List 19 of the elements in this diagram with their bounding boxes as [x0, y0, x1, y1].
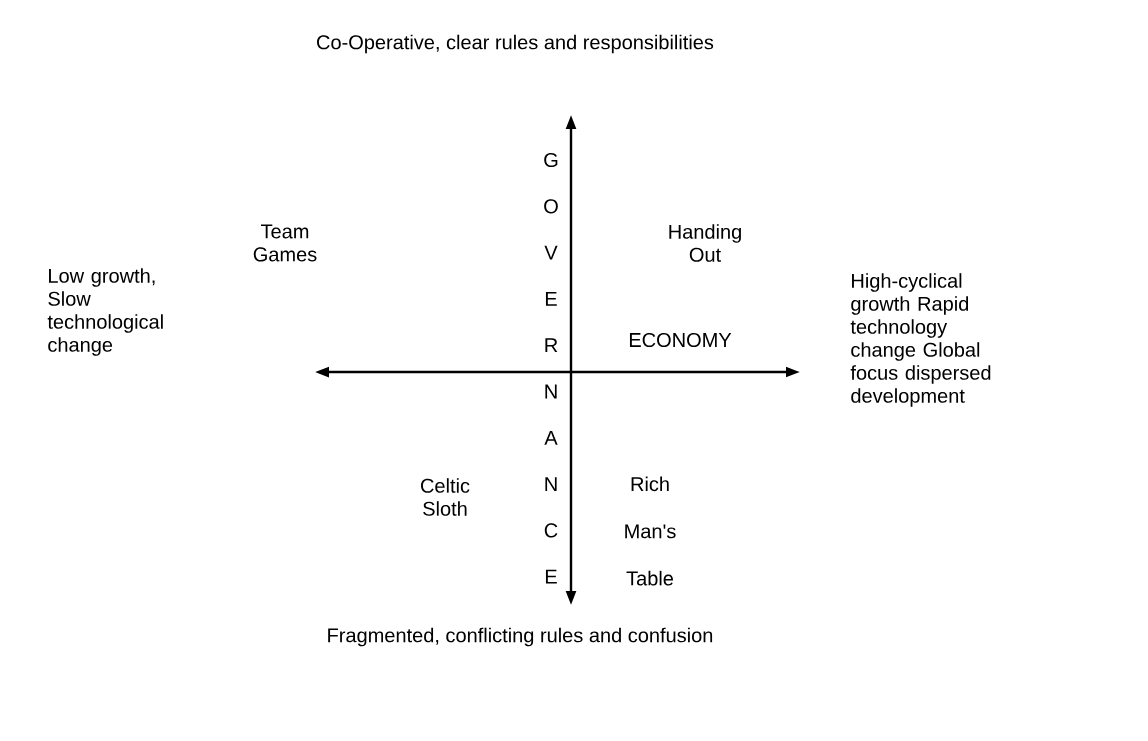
axis-letter: N [545, 477, 557, 491]
axis-label: Co-Operative, clear rules and responsibilities [317, 34, 714, 54]
axis-letter: E [545, 569, 557, 584]
axis-letter: G [544, 152, 558, 168]
axis-letter: R [545, 338, 558, 353]
axis-letter: E [545, 292, 557, 306]
quadrant-label: Celtic Sloth [421, 478, 470, 516]
axis-label: ECONOMY [629, 332, 732, 348]
axis-letter: C [544, 523, 558, 538]
axis-letter: N [545, 384, 557, 399]
axis-label: High-cyclical growth Rapid technology change Global focus dispersed development [850, 273, 991, 407]
axis-letter: A [544, 430, 558, 445]
quadrant-label: Rich Man's Table [625, 476, 676, 586]
quadrant-label: Team Games [253, 224, 317, 262]
axis-letter: O [544, 199, 558, 214]
quadrant-label: Handing Out [669, 224, 741, 262]
axis-letter: V [544, 245, 558, 260]
axis-label: Low growth, Slow technological change [47, 268, 163, 356]
axis-label: Fragmented, conflicting rules and confusion [328, 627, 713, 647]
